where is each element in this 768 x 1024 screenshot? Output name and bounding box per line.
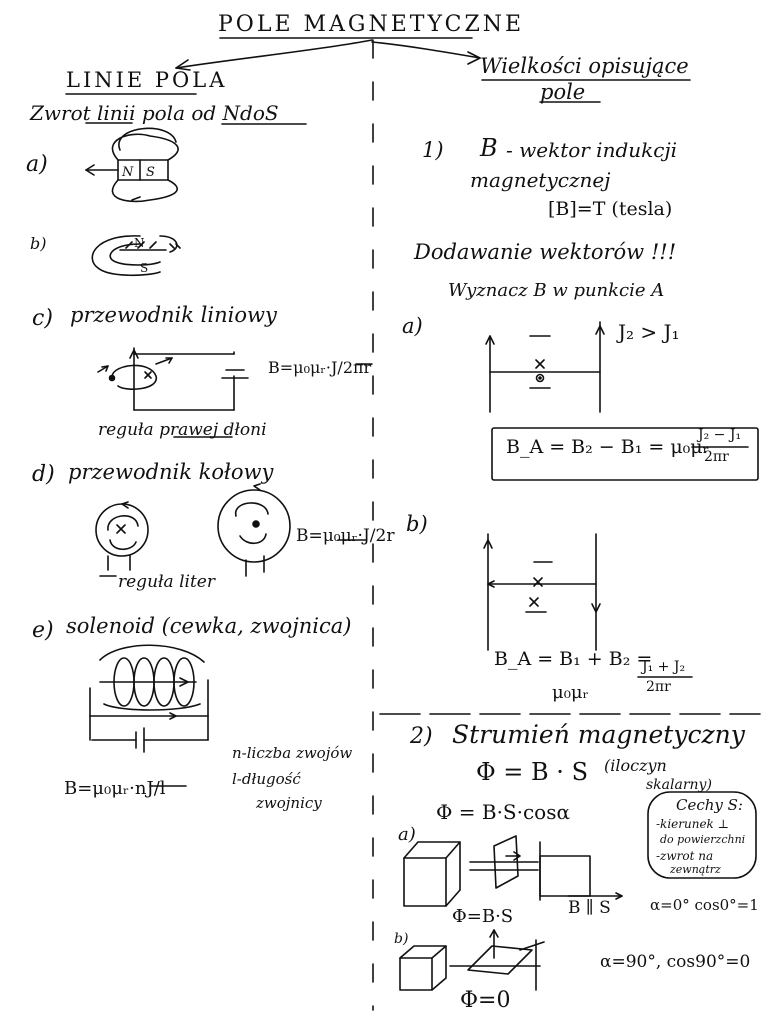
section1-text-line1: - wektor indukcji bbox=[506, 138, 678, 162]
item-e-formula: B=μ₀μᵣ·nJ/l bbox=[64, 778, 166, 799]
item-e-note-2: l-długość bbox=[232, 770, 301, 788]
right-heading-line1: Wielkości opisujące bbox=[480, 54, 689, 78]
flux-magnet-sketch-b bbox=[399, 929, 545, 991]
flux-cos-formula: Φ = B·S·cosα bbox=[436, 800, 570, 824]
feature-3: -zwrot na bbox=[656, 849, 714, 863]
right-heading-line2: pole bbox=[540, 80, 586, 104]
item-b-label: b) bbox=[30, 234, 47, 253]
flux-case-b-angle: α=90°, cos90°=0 bbox=[600, 952, 751, 972]
flux-note-line1: (iloczyn bbox=[604, 756, 667, 775]
item-c-formula: B=μ₀μᵣ·J/2πr bbox=[268, 358, 372, 377]
case-b-frac-num: J₁ + J₂ bbox=[642, 659, 686, 675]
adding-task: Wyznacz B w punkcie A bbox=[448, 280, 665, 301]
item-e-note-3: zwojnicy bbox=[256, 794, 322, 812]
section2-title: Strumień magnetyczny bbox=[452, 720, 745, 749]
section1-vector: B bbox=[480, 134, 498, 162]
adding-title: Dodawanie wektorów !!! bbox=[414, 240, 677, 264]
item-d-rule: reguła liter bbox=[118, 572, 215, 592]
item-e-note-1: n-liczba zwojów bbox=[232, 744, 353, 762]
parallel-wires-sketch-b bbox=[483, 533, 601, 651]
horseshoe-magnet-sketch-b: N S bbox=[91, 235, 181, 277]
case-a-formula: B_A = B₂ − B₁ = μ₀μᵣ bbox=[506, 436, 710, 458]
flux-case-a-angle: α=0° cos0°=1 bbox=[650, 896, 759, 914]
case-a-frac-den: 2πr bbox=[704, 449, 729, 465]
case-b-formula2: μ₀μᵣ bbox=[552, 682, 589, 703]
item-c-rule: reguła prawej dłoni bbox=[98, 420, 267, 440]
item-a-label: a) bbox=[26, 152, 48, 177]
section1-number: 1) bbox=[422, 138, 444, 162]
section1-text-line2: magnetycznej bbox=[470, 168, 611, 192]
section1-unit: [B]=T (tesla) bbox=[548, 198, 673, 220]
bar-magnet-sketch-a: N S bbox=[85, 127, 179, 203]
flux-case-b-result: Φ=0 bbox=[460, 988, 511, 1013]
case-b-frac-den: 2πr bbox=[646, 679, 671, 695]
item-d-text: przewodnik kołowy bbox=[68, 460, 274, 484]
section2-number: 2) bbox=[410, 724, 433, 749]
item-c-text: przewodnik liniowy bbox=[70, 303, 277, 327]
item-d-formula: B=μ₀μᵣ·J/2r bbox=[296, 526, 395, 546]
parallel-wires-sketch-a bbox=[485, 321, 759, 481]
item-c-label: c) bbox=[32, 306, 53, 331]
svg-text:N: N bbox=[134, 236, 145, 250]
solenoid-sketch bbox=[89, 644, 209, 753]
case-b-label: b) bbox=[406, 512, 428, 536]
flux-magnet-sketch-a bbox=[403, 791, 757, 907]
flux-note-line2: skalarny) bbox=[646, 777, 712, 793]
flux-formula: Φ = B · S bbox=[476, 758, 589, 786]
circular-conductor-sketches bbox=[95, 483, 291, 577]
flux-case-a-result: Φ=B·S bbox=[452, 906, 514, 927]
item-e-label: e) bbox=[32, 618, 54, 643]
svg-text:S: S bbox=[146, 165, 155, 180]
feature-2: do powierzchni bbox=[660, 833, 746, 846]
svg-text:S: S bbox=[140, 261, 148, 275]
flux-case-a-label: a) bbox=[398, 824, 416, 845]
field-direction-note: Zwrot linii pola od NdoS bbox=[30, 101, 279, 125]
left-heading: LINIE POLA bbox=[66, 68, 228, 92]
flux-case-a-parallel: B ∥ S bbox=[568, 898, 611, 918]
item-e-text: solenoid (cewka, zwojnica) bbox=[66, 614, 352, 638]
svg-text:N: N bbox=[121, 165, 134, 180]
case-a-label: a) bbox=[402, 314, 423, 338]
features-title: Cechy S: bbox=[676, 796, 743, 814]
page-title: POLE MAGNETYCZNE bbox=[218, 12, 525, 37]
flux-case-b-label: b) bbox=[394, 931, 409, 947]
feature-4: zewnątrz bbox=[670, 863, 721, 876]
straight-conductor-sketch bbox=[97, 347, 249, 438]
item-d-label: d) bbox=[32, 462, 55, 487]
feature-1: -kierunek ⊥ bbox=[656, 817, 729, 831]
case-a-relation: J₂ > J₁ bbox=[618, 320, 680, 344]
case-a-frac-num: J₂ − J₁ bbox=[698, 427, 742, 443]
case-b-formula: B_A = B₁ + B₂ = bbox=[494, 648, 653, 670]
